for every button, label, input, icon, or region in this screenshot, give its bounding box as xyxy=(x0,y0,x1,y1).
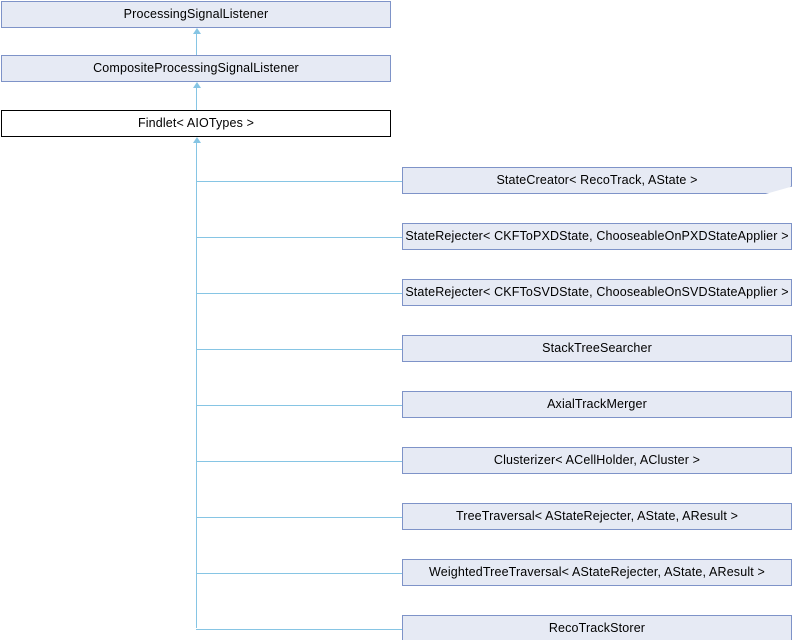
class-node-label: Clusterizer< ACellHolder, ACluster > xyxy=(493,453,701,468)
descendant-class-node-6[interactable]: TreeTraversal< AStateRejecter, AState, A… xyxy=(402,503,792,530)
class-node-label: StateRejecter< CKFToSVDState, Chooseable… xyxy=(405,285,789,300)
descendant-branch-edge-5 xyxy=(196,461,402,462)
descendant-trunk-edge xyxy=(196,142,197,628)
class-node-label: AxialTrackMerger xyxy=(547,397,647,412)
inheritance-arrowhead-icon-1 xyxy=(193,82,201,88)
descendant-class-node-7[interactable]: WeightedTreeTraversal< AStateRejecter, A… xyxy=(402,559,792,586)
ancestor-class-node-1[interactable]: CompositeProcessingSignalListener xyxy=(1,55,391,82)
descendant-branch-edge-6 xyxy=(196,517,402,518)
inheritance-edge-1 xyxy=(196,87,197,110)
class-node-label: TreeTraversal< AStateRejecter, AState, A… xyxy=(455,509,739,524)
descendant-branch-edge-3 xyxy=(196,349,402,350)
class-node-label: StateCreator< RecoTrack, AState > xyxy=(496,173,698,188)
descendant-class-node-1[interactable]: StateRejecter< CKFToPXDState, Chooseable… xyxy=(402,223,792,250)
inheritance-edge-0 xyxy=(196,33,197,55)
ancestor-class-node-0[interactable]: ProcessingSignalListener xyxy=(1,1,391,28)
class-node-label: WeightedTreeTraversal< AStateRejecter, A… xyxy=(429,565,765,580)
descendant-branch-edge-4 xyxy=(196,405,402,406)
class-node-label: CompositeProcessingSignalListener xyxy=(93,61,299,76)
descendant-class-node-2[interactable]: StateRejecter< CKFToSVDState, Chooseable… xyxy=(402,279,792,306)
class-node-label: RecoTrackStorer xyxy=(548,621,646,636)
descendant-branch-edge-0 xyxy=(196,181,402,182)
descendant-class-node-0[interactable]: StateCreator< RecoTrack, AState > xyxy=(402,167,792,194)
class-node-label: ProcessingSignalListener xyxy=(123,7,269,22)
descendant-class-node-5[interactable]: Clusterizer< ACellHolder, ACluster > xyxy=(402,447,792,474)
descendant-branch-edge-8 xyxy=(196,629,402,630)
inheritance-arrowhead-icon-0 xyxy=(193,28,201,34)
descendant-branch-edge-2 xyxy=(196,293,402,294)
current-class-node-2[interactable]: Findlet< AIOTypes > xyxy=(1,110,391,137)
descendant-branch-edge-1 xyxy=(196,237,402,238)
descendant-class-node-8[interactable]: RecoTrackStorer xyxy=(402,615,792,640)
class-node-label: StackTreeSearcher xyxy=(542,341,652,356)
descendant-class-node-3[interactable]: StackTreeSearcher xyxy=(402,335,792,362)
descendant-trunk-arrowhead-icon xyxy=(193,137,201,143)
descendant-class-node-4[interactable]: AxialTrackMerger xyxy=(402,391,792,418)
class-node-label: StateRejecter< CKFToPXDState, Chooseable… xyxy=(405,229,789,244)
descendant-branch-edge-7 xyxy=(196,573,402,574)
class-node-label: Findlet< AIOTypes > xyxy=(137,116,255,131)
